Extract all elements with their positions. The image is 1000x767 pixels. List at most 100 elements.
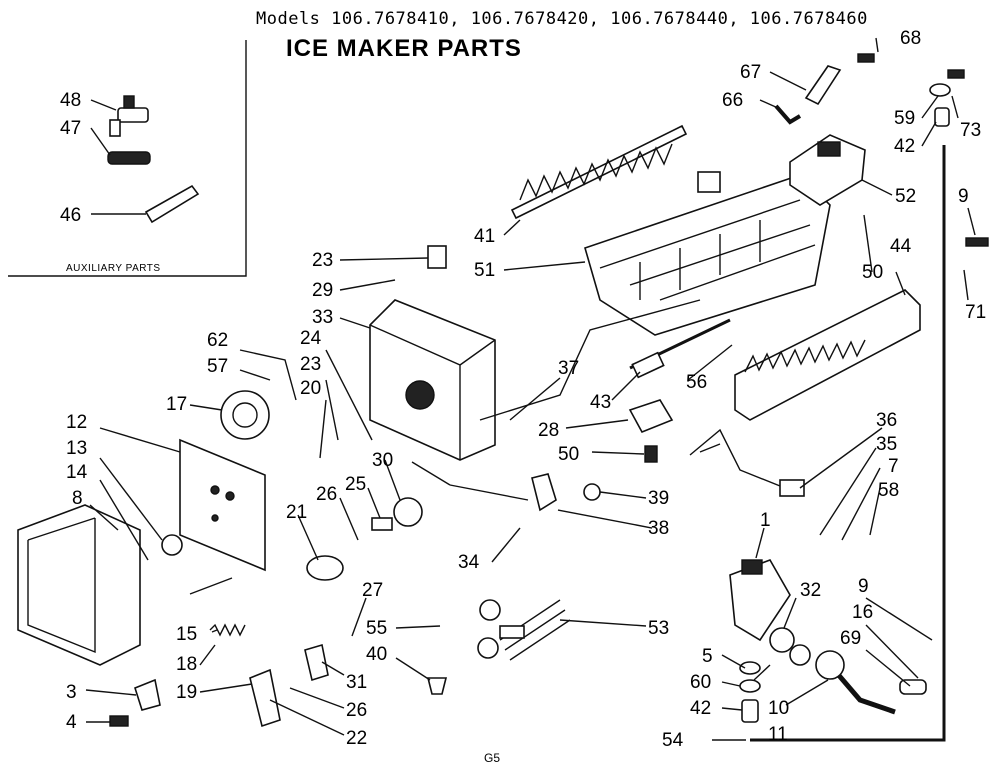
callout-19: 19 [176,682,197,703]
part-12-plate [179,438,266,572]
part-51-mold [584,171,831,336]
callout-12: 12 [66,412,87,433]
part-31-bracket [304,643,329,682]
part-18-spring [209,623,246,637]
callout-27: 27 [362,580,383,601]
part-50-screw [644,445,658,463]
callout-73: 73 [960,120,981,141]
callout-26-lower: 26 [346,700,367,721]
part-46-tube [144,184,200,224]
part-23-switch-top [427,245,447,269]
part-8-cover [17,504,141,666]
callout-51: 51 [474,260,495,281]
callout-55: 55 [366,618,387,639]
part-25-shaft [371,517,393,531]
callout-25: 25 [345,474,366,495]
callout-50-lower: 50 [558,444,579,465]
callout-43: 43 [590,392,611,413]
part-43-heater [629,318,731,379]
callout-20: 20 [300,378,321,399]
callout-37: 37 [558,358,579,379]
callout-16: 16 [852,602,873,623]
part-66-elbow [774,104,802,125]
part-39-nut [583,483,601,501]
leader-lines [85,37,976,741]
callout-labels: 48 47 46 68 67 66 59 73 42 41 51 52 9 23… [60,28,986,751]
part-19-arm [249,668,281,728]
part-67-tube [804,65,842,106]
part-44-stripper [734,289,921,421]
callout-60: 60 [690,672,711,693]
callout-15: 15 [176,624,197,645]
part-1-valve [729,559,791,642]
callout-9-upper: 9 [958,186,969,207]
part-41-ejector [510,124,688,220]
callout-31: 31 [346,672,367,693]
auxiliary-parts-label: AUXILIARY PARTS [66,263,161,274]
part-47-fitting [107,151,151,165]
part-36-harness [689,428,805,497]
callout-40: 40 [366,644,387,665]
callout-39: 39 [648,488,669,509]
part-11-tube [815,650,896,715]
callout-56: 56 [686,372,707,393]
callout-62: 62 [207,330,228,351]
callout-41: 41 [474,226,495,247]
callout-3: 3 [66,682,77,703]
part-48-valve [109,95,149,137]
water-tube [750,145,946,742]
callout-58: 58 [878,480,899,501]
part-9-bolt-upper [965,237,989,247]
callout-69: 69 [840,628,861,649]
part-68-screw [857,53,875,63]
callout-23-mid: 23 [300,354,321,375]
callout-22: 22 [346,728,367,749]
callout-71: 71 [965,302,986,323]
part-37-wire [479,299,701,421]
callout-5: 5 [702,646,713,667]
callout-46: 46 [60,205,81,226]
callout-18: 18 [176,654,197,675]
part-59-clamp [929,69,965,97]
callout-11: 11 [768,724,788,745]
callout-52: 52 [895,186,916,207]
part-53-harness [499,599,571,661]
part-28-bracket [628,399,674,434]
callout-34: 34 [458,552,480,573]
part-55-cap [477,599,501,659]
part-30-cam [393,497,423,527]
callout-17: 17 [166,394,187,415]
callout-4: 4 [66,712,77,733]
part-69-grommet [899,679,927,695]
part-13-gear [161,534,183,556]
callout-7: 7 [888,456,899,477]
callout-59: 59 [894,108,915,129]
part-17-motor [220,390,270,440]
callout-42-top: 42 [894,136,915,157]
part-42-grommet-top [934,107,950,127]
callout-48: 48 [60,90,81,111]
part-42-grommet-lower [741,699,759,723]
callout-21: 21 [286,502,307,523]
callout-35: 35 [876,434,897,455]
callout-38: 38 [648,518,669,539]
page-code: G5 [484,751,500,765]
callout-28: 28 [538,420,559,441]
callout-33: 33 [312,307,333,328]
callout-23-top: 23 [312,250,333,271]
callout-66: 66 [722,90,743,111]
callout-1: 1 [760,510,771,531]
auxiliary-parts-box [8,40,247,277]
callout-8: 8 [72,488,83,509]
callout-36: 36 [876,410,897,431]
callout-42-lower: 42 [690,698,711,719]
page-title: ICE MAKER PARTS [286,35,522,62]
callout-14: 14 [66,462,88,483]
models-line: Models 106.7678410, 106.7678420, 106.767… [256,9,868,29]
callout-53: 53 [648,618,669,639]
part-32-fitting [769,627,811,666]
callout-9-lower: 9 [858,576,869,597]
callout-68: 68 [900,28,921,49]
callout-24: 24 [300,328,322,349]
